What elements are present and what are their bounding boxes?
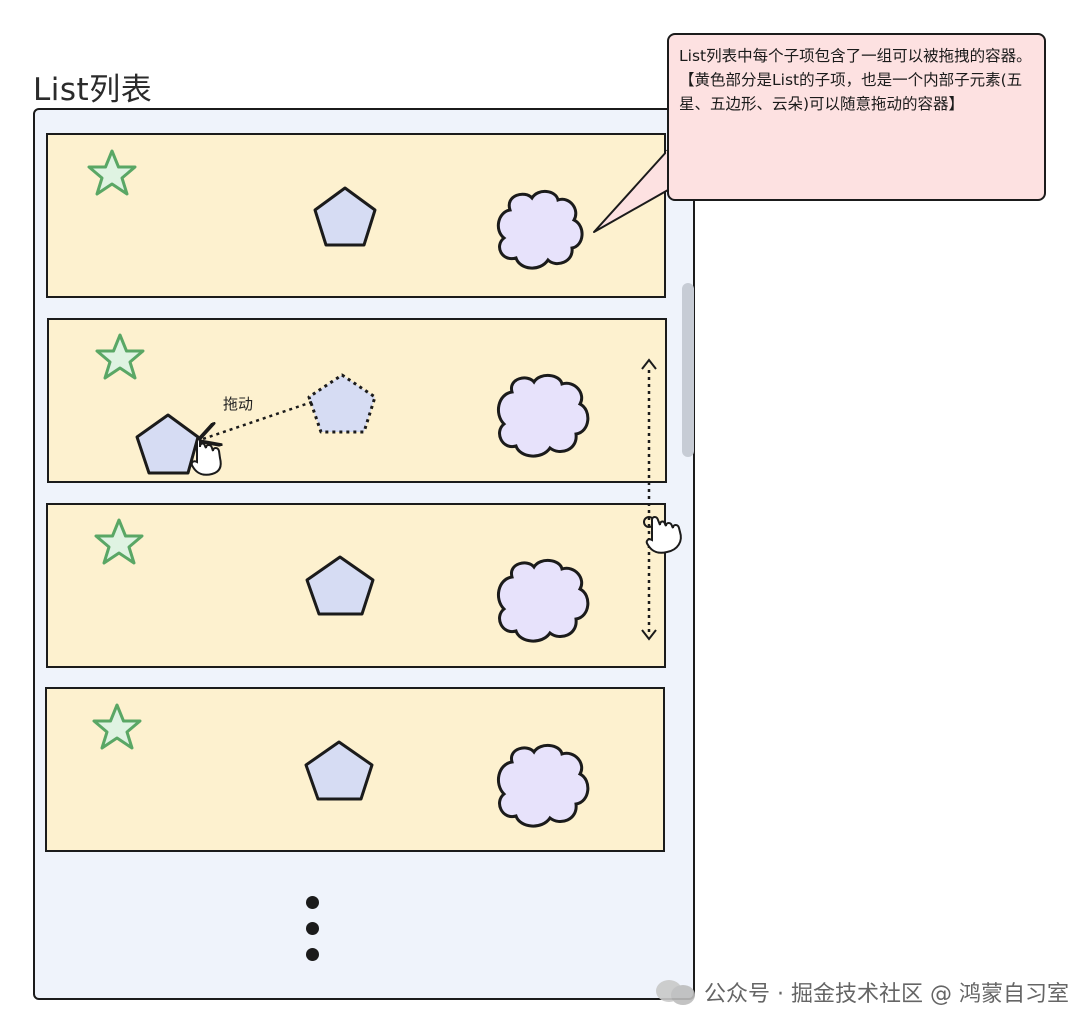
list-item[interactable]	[45, 687, 665, 852]
watermark-text: 公众号 · 掘金技术社区 @ 鸿蒙自习室	[704, 982, 1069, 1007]
callout-text: 【黄色部分是List的子项，也是一个内部子元素(五星、五边形、云朵)可以随意拖动…	[679, 71, 1023, 113]
page-title: List列表	[33, 72, 153, 108]
watermark: 公众号 · 掘金技术社区 @ 鸿蒙自习室	[654, 976, 1069, 1008]
list-item[interactable]	[46, 503, 666, 668]
wechat-icon	[656, 980, 695, 1005]
scrollbar[interactable]	[682, 283, 694, 457]
list-item[interactable]	[46, 133, 666, 298]
ellipsis-dot	[306, 922, 319, 935]
ellipsis-dot	[306, 896, 319, 909]
callout-text: List列表中每个子项包含了一组可以被拖拽的容器。	[679, 47, 1032, 65]
drag-label: 拖动	[223, 395, 254, 413]
ellipsis-dot	[306, 948, 319, 961]
more-items-ellipsis	[306, 896, 330, 974]
callout-box: List列表中每个子项包含了一组可以被拖拽的容器。 【黄色部分是List的子项，…	[667, 33, 1046, 201]
list-item[interactable]	[47, 318, 667, 483]
